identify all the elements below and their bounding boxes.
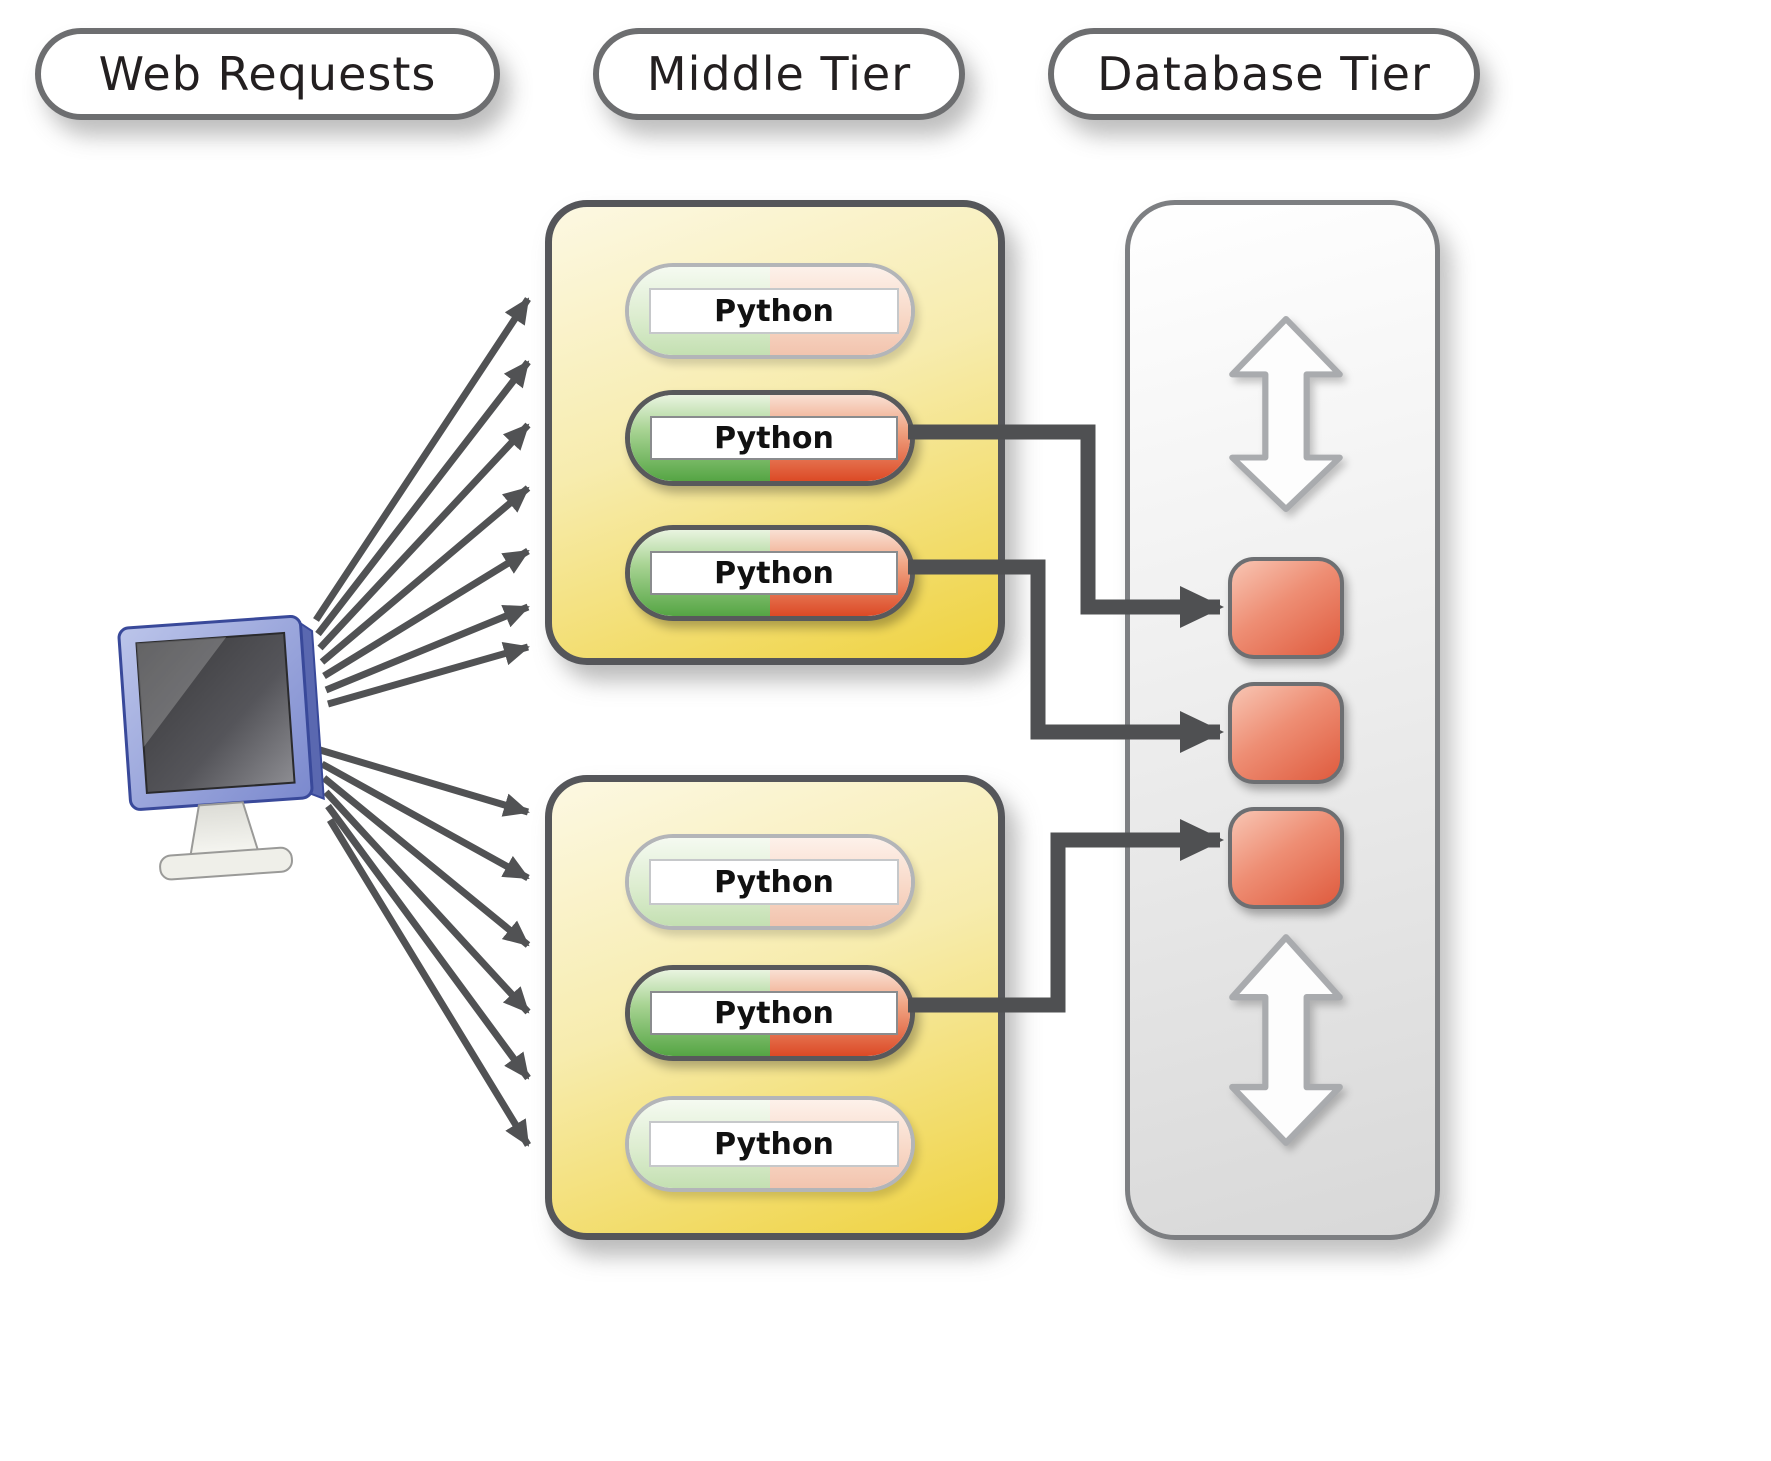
request-arrows-lower xyxy=(319,746,531,1147)
python-process-pill: Python xyxy=(625,965,915,1061)
db-connection-node xyxy=(1228,807,1344,909)
python-process-label: Python xyxy=(649,859,899,905)
header-web-requests: Web Requests xyxy=(35,28,500,120)
header-database-tier: Database Tier xyxy=(1048,28,1480,120)
db-io-double-arrow-icon xyxy=(1229,934,1343,1146)
database-tier-box xyxy=(1125,200,1440,1240)
python-process-pill: Python xyxy=(625,834,915,930)
python-process-label: Python xyxy=(650,991,898,1035)
middle-tier-box-upper: Python Python Python xyxy=(545,200,1005,665)
python-process-label: Python xyxy=(649,288,899,334)
computer-monitor-icon xyxy=(117,614,325,881)
header-web-requests-label: Web Requests xyxy=(98,47,437,101)
header-database-tier-label: Database Tier xyxy=(1097,47,1431,101)
python-process-pill: Python xyxy=(625,1096,915,1192)
python-process-pill: Python xyxy=(625,263,915,359)
middle-tier-box-lower: Python Python Python xyxy=(545,775,1005,1240)
python-process-label: Python xyxy=(649,1121,899,1167)
db-io-double-arrow-icon xyxy=(1229,315,1343,513)
request-arrows-upper xyxy=(313,297,531,708)
db-connection-node xyxy=(1228,682,1344,784)
python-process-pill: Python xyxy=(625,390,915,486)
python-process-pill: Python xyxy=(625,525,915,621)
db-connection-node xyxy=(1228,557,1344,659)
header-middle-tier-label: Middle Tier xyxy=(646,47,912,101)
header-middle-tier: Middle Tier xyxy=(593,28,965,120)
python-process-label: Python xyxy=(650,416,898,460)
python-process-label: Python xyxy=(650,551,898,595)
